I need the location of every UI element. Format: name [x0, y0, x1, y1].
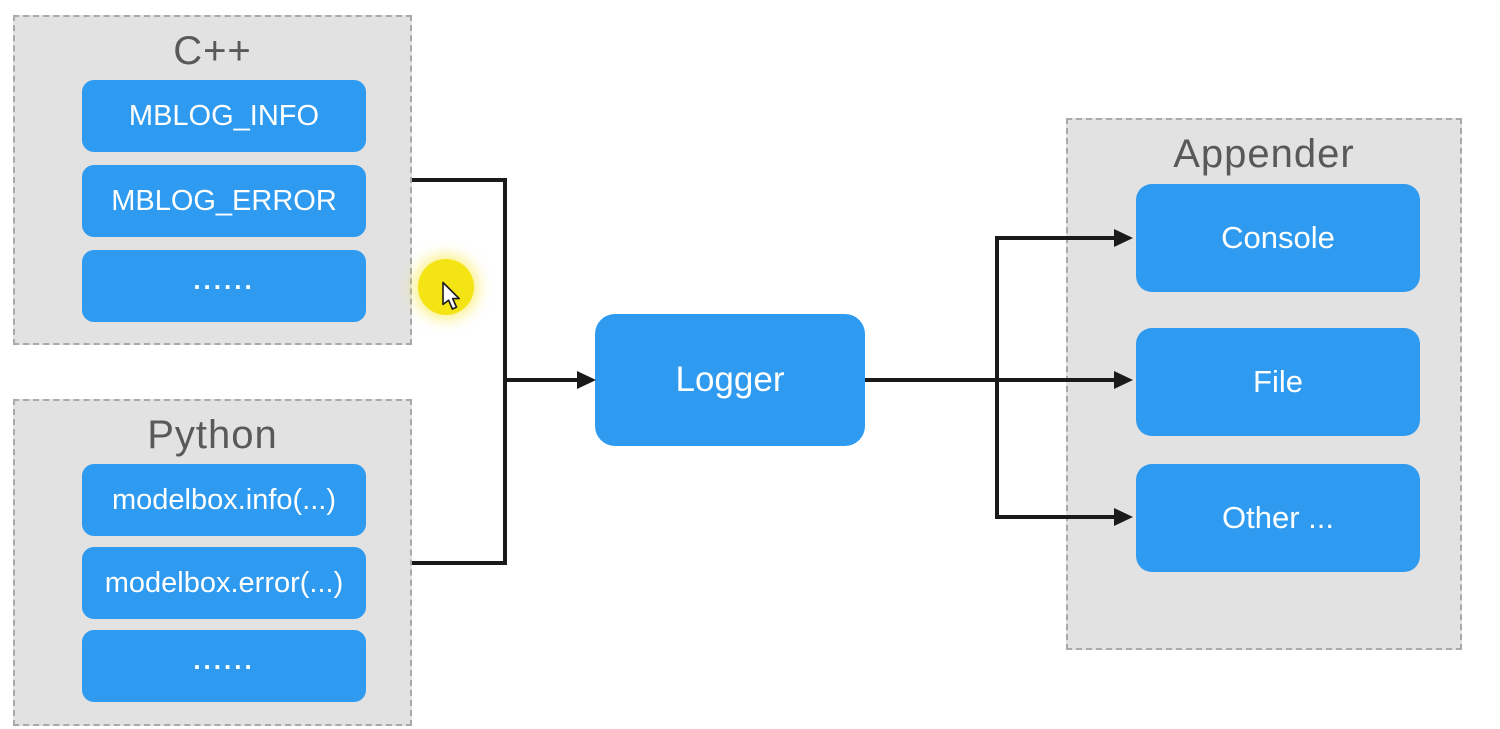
node-mblog-error: MBLOG_ERROR [82, 165, 366, 237]
arrowhead-to-file-icon [1114, 371, 1133, 389]
connector-left-junction [503, 178, 507, 565]
group-python-title: Python [147, 413, 278, 457]
node-logger: Logger [595, 314, 865, 446]
connector-cpp-out [412, 178, 507, 182]
node-other: Other ... [1136, 464, 1420, 572]
group-cpp: C++ MBLOG_INFO MBLOG_ERROR ...... [13, 15, 412, 345]
connector-python-out [412, 561, 507, 565]
group-appender: Appender Console File Other ... [1066, 118, 1462, 650]
node-cpp-ellipsis: ...... [82, 250, 366, 322]
group-appender-title: Appender [1173, 132, 1355, 176]
group-cpp-title: C++ [173, 29, 252, 73]
arrowhead-to-other-icon [1114, 508, 1133, 526]
group-python: Python modelbox.info(...) modelbox.error… [13, 399, 412, 726]
arrowhead-to-console-icon [1114, 229, 1133, 247]
connector-to-other [995, 515, 1115, 519]
node-modelbox-info: modelbox.info(...) [82, 464, 366, 536]
node-console: Console [1136, 184, 1420, 292]
connector-to-logger [503, 378, 579, 382]
arrowhead-to-logger-icon [577, 371, 596, 389]
connector-to-console [995, 236, 1115, 240]
node-modelbox-error: modelbox.error(...) [82, 547, 366, 619]
node-file: File [1136, 328, 1420, 436]
connector-logger-to-file [865, 378, 1115, 382]
node-mblog-info: MBLOG_INFO [82, 80, 366, 152]
connector-right-junction [995, 236, 999, 519]
mouse-cursor-icon [442, 281, 460, 310]
node-python-ellipsis: ...... [82, 630, 366, 702]
